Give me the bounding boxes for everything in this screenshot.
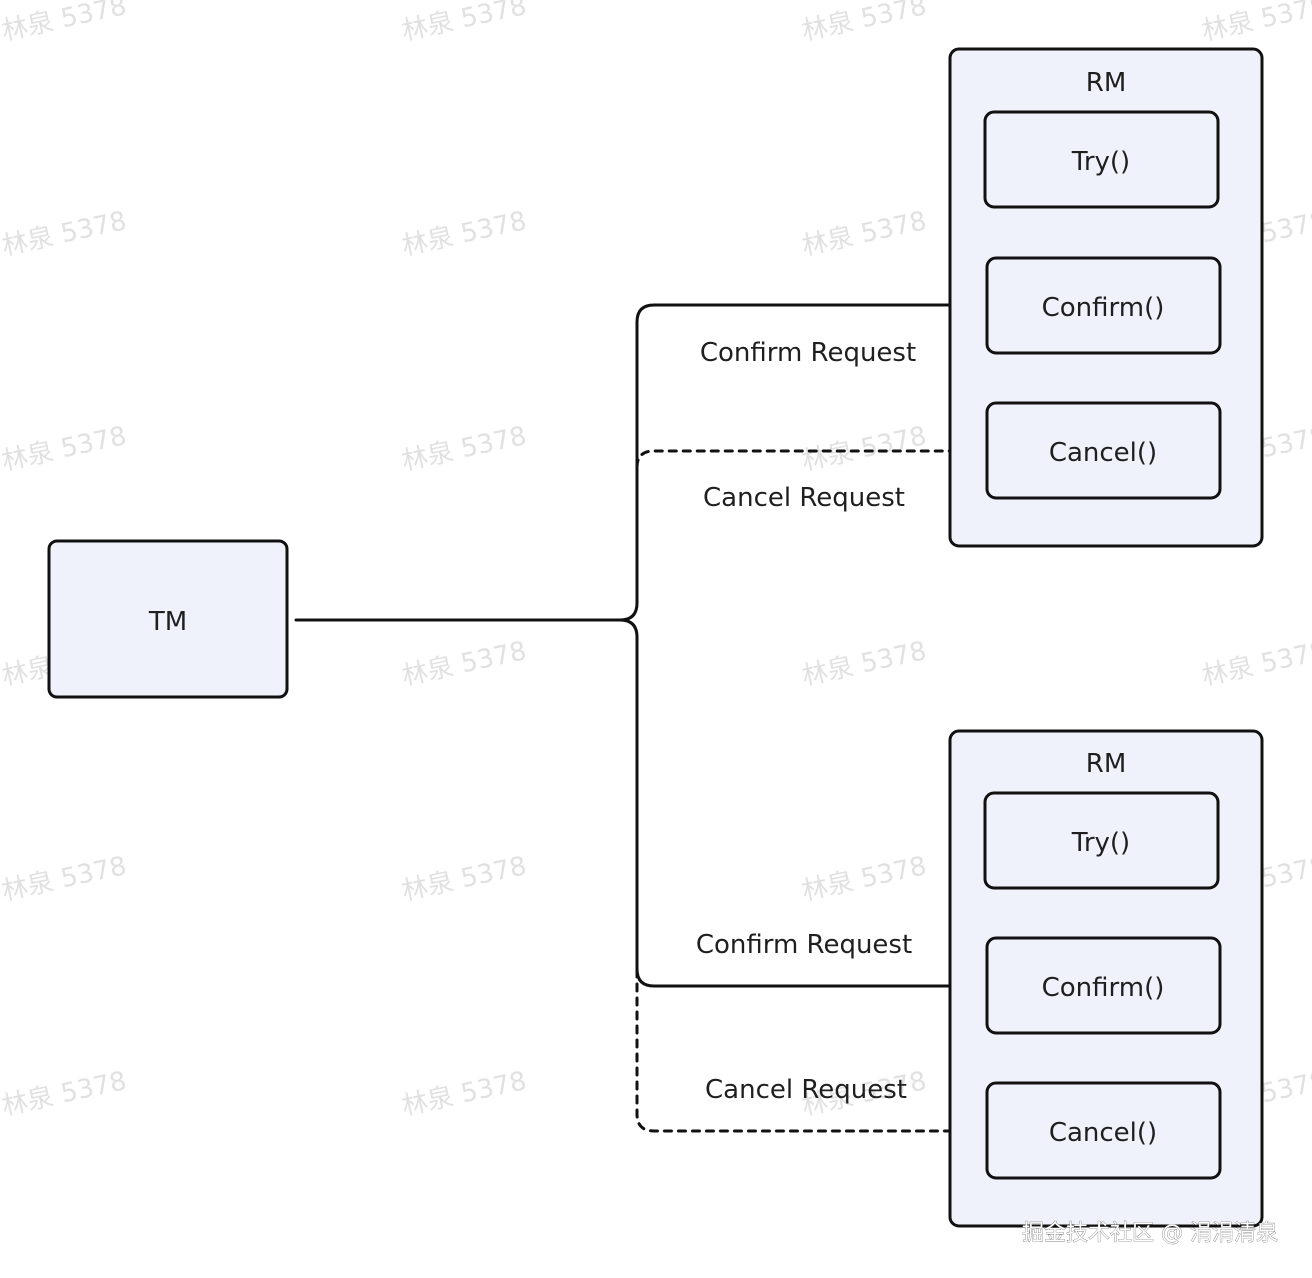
edge-top-confirm-label: Confirm Request: [700, 338, 916, 368]
rm-top-title: RM: [1086, 68, 1127, 98]
rm-top-try-box[interactable]: Try(): [983, 110, 1220, 209]
rm-bottom-confirm-box[interactable]: Confirm(): [985, 936, 1222, 1035]
tm-label: TM: [148, 607, 187, 637]
watermark-text: 林泉 5378: [799, 636, 929, 692]
watermark-text: 林泉 5378: [0, 1066, 129, 1122]
watermark-text: 林泉 5378: [1199, 0, 1312, 47]
rm-top-confirm-label: Confirm(): [1042, 293, 1165, 323]
edge-bottom-cancel-line: [635, 968, 978, 1131]
tm-node[interactable]: TM: [47, 539, 289, 699]
edge-bottom-cancel-label: Cancel Request: [705, 1075, 907, 1105]
edge-bottom-confirm-label: Confirm Request: [696, 930, 912, 960]
connectors: [294, 305, 978, 1131]
watermark-text: 林泉 5378: [799, 421, 929, 477]
rm-bottom-confirm-label: Confirm(): [1042, 973, 1165, 1003]
watermark-text: 林泉 5378: [0, 0, 129, 47]
rm-top-try-label: Try(): [1071, 147, 1130, 177]
watermark-text: 林泉 5378: [0, 421, 129, 477]
watermark-text: 林泉 5378: [0, 206, 129, 262]
edge-top-cancel-line: [635, 451, 978, 469]
rm-top-cancel-label: Cancel(): [1049, 438, 1157, 468]
rm-bottom-try-label: Try(): [1071, 828, 1130, 858]
edge-top-confirm-line: [618, 305, 978, 622]
watermark-text: 林泉 5378: [399, 1066, 529, 1122]
rm-top-confirm-box[interactable]: Confirm(): [985, 256, 1222, 355]
watermark-text: 林泉 5378: [399, 206, 529, 262]
rm-bottom-try-box[interactable]: Try(): [983, 791, 1220, 890]
watermark-text: 林泉 5378: [399, 0, 529, 47]
watermark-text: 林泉 5378: [799, 851, 929, 907]
watermark-text: 林泉 5378: [399, 421, 529, 477]
rm-bottom-cancel-box[interactable]: Cancel(): [985, 1081, 1222, 1180]
watermark-text: 林泉 5378: [799, 206, 929, 262]
watermark-text: 林泉 5378: [0, 851, 129, 907]
footer-credit: 掘金技术社区 @ 涓涓清泉: [1022, 1221, 1278, 1246]
watermark-text: 林泉 5378: [1199, 636, 1312, 692]
rm-bottom-title: RM: [1086, 749, 1127, 779]
rm-top-cancel-box[interactable]: Cancel(): [985, 401, 1222, 500]
watermark-text: 林泉 5378: [799, 0, 929, 47]
watermark-text: 林泉 5378: [399, 636, 529, 692]
watermark-text: 林泉 5378: [399, 851, 529, 907]
edge-top-cancel-label: Cancel Request: [703, 483, 905, 513]
rm-bottom-cancel-label: Cancel(): [1049, 1118, 1157, 1148]
